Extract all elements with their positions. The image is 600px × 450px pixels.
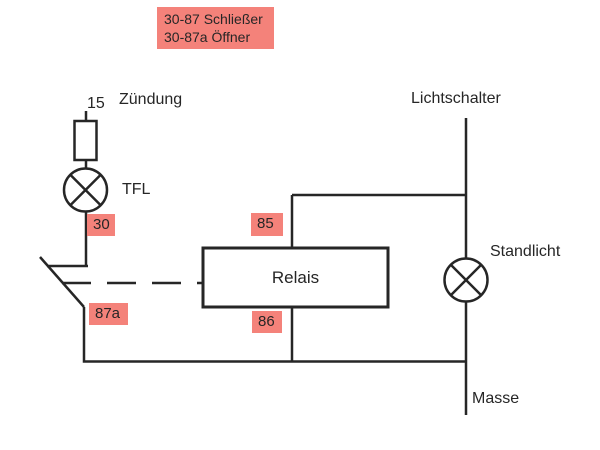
pin-30-tag: 30: [87, 214, 115, 236]
relais-label: Relais: [271, 267, 320, 287]
standlicht-lamp-icon: [443, 257, 489, 303]
pin-86-tag: 86: [252, 311, 282, 333]
standlicht-label: Standlicht: [490, 243, 561, 260]
tfl-lamp-icon: [62, 167, 109, 213]
pin-85-tag: 85: [251, 213, 283, 236]
lichtschalter-label: Lichtschalter: [411, 90, 501, 107]
legend-line-schliesser: 30-87 Schließer: [164, 11, 263, 27]
pin-87a-tag: 87a: [89, 303, 128, 325]
zuendung-label: Zündung: [119, 91, 183, 108]
wire-switch-to-ground: [82, 307, 466, 363]
legend-line-oeffner: 30-87a Öffner: [164, 29, 251, 45]
relay-box: [201, 246, 390, 309]
fuse-icon: [73, 119, 98, 162]
masse-label: Masse: [472, 390, 520, 407]
tfl-label: TFL: [122, 181, 151, 198]
terminal-15-label: 15: [87, 95, 105, 112]
legend-box: 30-87 Schließer 30-87a Öffner: [157, 7, 274, 49]
